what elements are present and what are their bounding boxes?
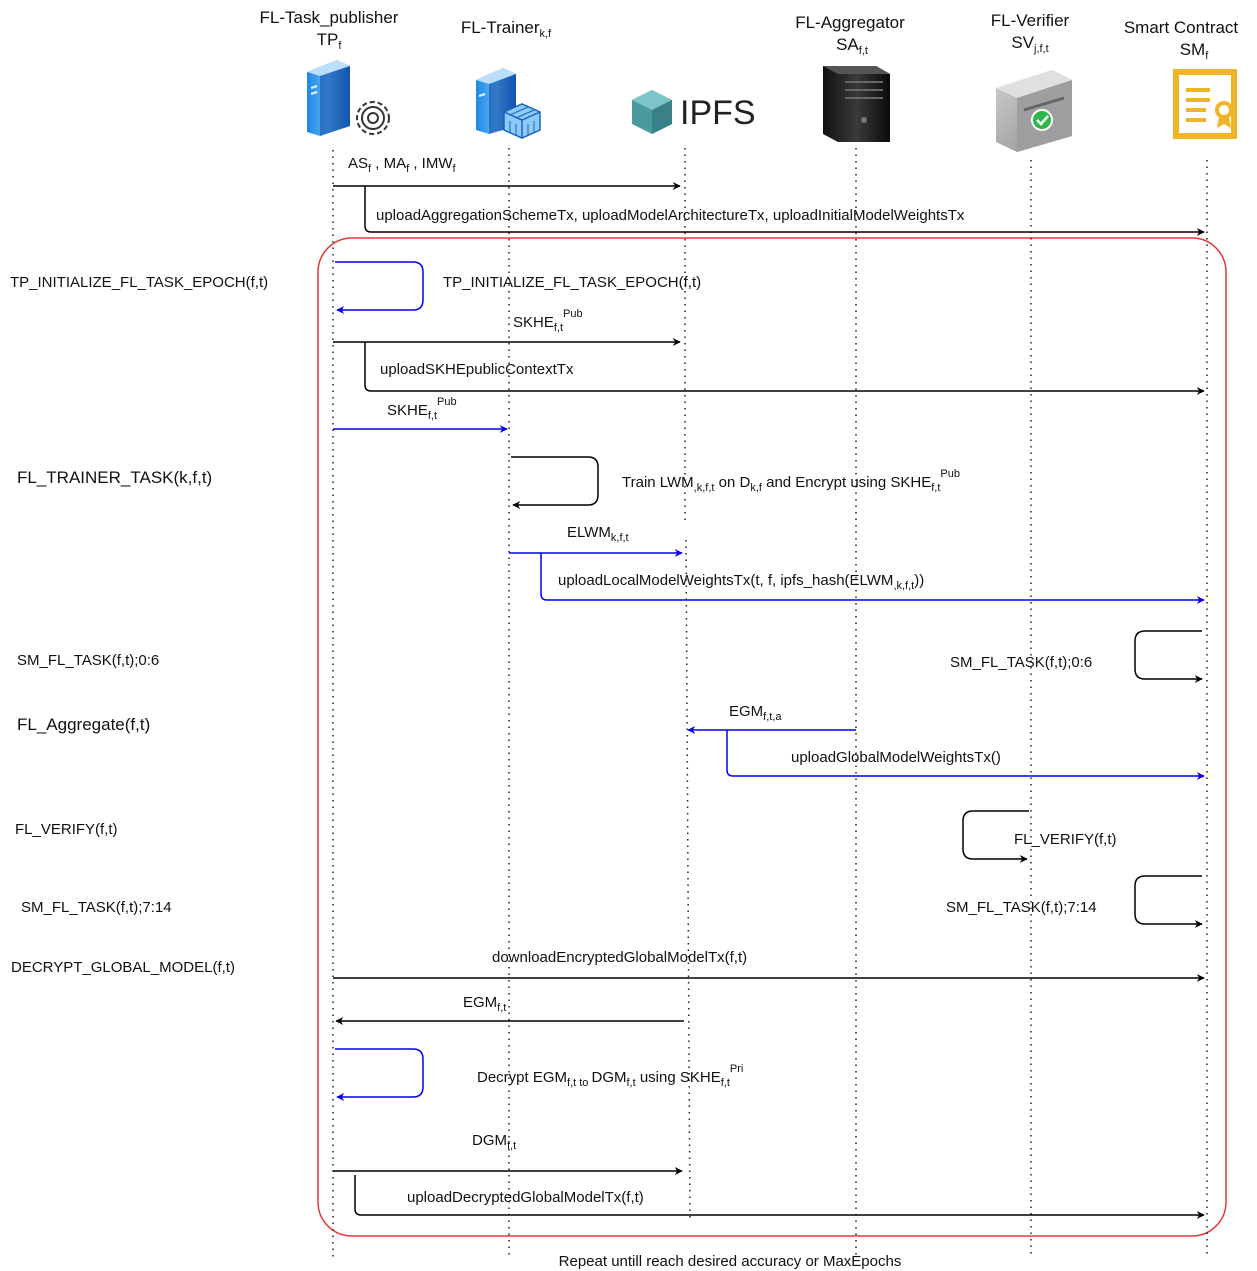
message-arrow-10 [1134, 630, 1203, 683]
participant-ver-name: FL-Verifier [991, 11, 1070, 30]
certificate-icon [1173, 69, 1237, 139]
message-label-12: uploadGlobalModelWeightsTx() [791, 749, 1001, 766]
participant-trainer-name: FL-Trainerk,f [461, 18, 552, 40]
message-label-6: SKHEf,tPub [387, 396, 457, 422]
message-label-13: FL_VERIFY(f,t) [1014, 831, 1117, 848]
phase-label-decrypt: DECRYPT_GLOBAL_MODEL(f,t) [11, 959, 235, 976]
message-label-10: SM_FL_TASK(f,t);0:6 [950, 654, 1092, 671]
message-arrow-19 [354, 1175, 1205, 1219]
message-arrow-3 [335, 261, 424, 314]
message-arrow-2 [364, 186, 1205, 236]
participant-agg-name: FL-Aggregator [795, 13, 905, 32]
participant-sc-name: Smart Contract [1124, 18, 1239, 37]
message-label-1: ASf , MAf , IMWf [348, 155, 456, 175]
message-label-7: Train LWM,k,f,t on Dk,f and Encrypt usin… [622, 468, 960, 494]
message-arrow-17 [335, 1048, 424, 1101]
phase-label-sm-task-0-6: SM_FL_TASK(f,t);0:6 [17, 652, 159, 669]
message-label-5: uploadSKHEpublicContextTx [380, 361, 574, 378]
message-arrow-9 [540, 553, 1205, 604]
lifeline-ipfs-lower [685, 539, 691, 1223]
server-gear-icon [307, 60, 390, 136]
server-check-icon [996, 70, 1072, 152]
message-arrow-5 [364, 342, 1205, 395]
message-arrow-7 [511, 456, 599, 509]
phase-label-verify: FL_VERIFY(f,t) [15, 821, 118, 838]
message-arrow-12 [726, 730, 1205, 780]
message-label-16: EGMf,t [463, 994, 506, 1014]
loop-frame [317, 237, 1227, 1237]
participant-tp-name: FL-Task_publisher [260, 8, 399, 27]
message-arrow-14 [1134, 875, 1203, 928]
loop-caption: Repeat untill reach desired accuracy or … [559, 1253, 902, 1270]
server-cube-icon [476, 68, 541, 139]
message-label-19: uploadDecryptedGlobalModelTx(f,t) [407, 1189, 644, 1206]
phase-label-trainer-task: FL_TRAINER_TASK(k,f,t) [17, 468, 212, 487]
message-label-2: uploadAggregationSchemeTx, uploadModelAr… [376, 207, 965, 224]
message-label-3: TP_INITIALIZE_FL_TASK_EPOCH(f,t) [443, 274, 701, 291]
phase-label-initialize: TP_INITIALIZE_FL_TASK_EPOCH(f,t) [10, 274, 268, 291]
participant-tp-abbr: TPf [317, 30, 343, 52]
ipfs-label: IPFS [680, 94, 756, 132]
message-label-9: uploadLocalModelWeightsTx(t, f, ipfs_has… [558, 572, 924, 592]
participant-agg-abbr: SAf,t [836, 35, 868, 57]
participant-ver-abbr: SVj,f,t [1011, 33, 1048, 55]
black-server-icon [823, 66, 890, 142]
message-label-11: EGMf,t,a [729, 703, 782, 723]
message-arrow-13 [962, 810, 1029, 863]
message-label-4: SKHEf,tPub [513, 308, 583, 334]
message-label-17: Decrypt EGMf,t to DGMf,t using SKHEf,tPr… [477, 1063, 743, 1089]
participant-sc-abbr: SMf [1180, 40, 1210, 62]
message-label-8: ELWMk,f,t [567, 524, 629, 544]
phase-label-aggregate: FL_Aggregate(f,t) [17, 715, 150, 734]
message-label-15: downloadEncryptedGlobalModelTx(f,t) [492, 949, 747, 966]
ipfs-cube-icon [632, 90, 672, 134]
message-label-18: DGMf,t [472, 1132, 516, 1152]
phase-label-sm-task-7-14: SM_FL_TASK(f,t);7:14 [21, 899, 172, 916]
message-label-14: SM_FL_TASK(f,t);7:14 [946, 899, 1097, 916]
